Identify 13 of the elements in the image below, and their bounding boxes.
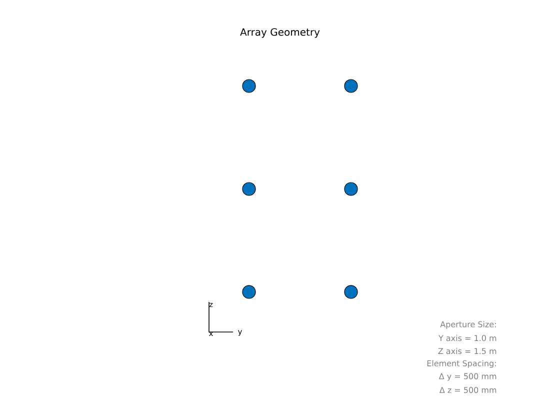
array-element [344,182,358,196]
annotation-text: Element Spacing: [427,360,496,368]
array-element [344,285,358,299]
annotation-text: Aperture Size: [440,321,496,329]
array-element [344,79,358,93]
array-element [242,79,256,93]
annotation-text: Δ z = 500 mm [439,386,496,393]
array-element [242,285,256,299]
plot-title: Array Geometry [240,28,320,38]
array-element [242,182,256,196]
annotation-text: Δ y = 500 mm [438,373,496,381]
annotation-text: Y axis = 1.0 m [438,334,496,342]
annotation-text: Z axis = 1.5 m [438,348,496,354]
